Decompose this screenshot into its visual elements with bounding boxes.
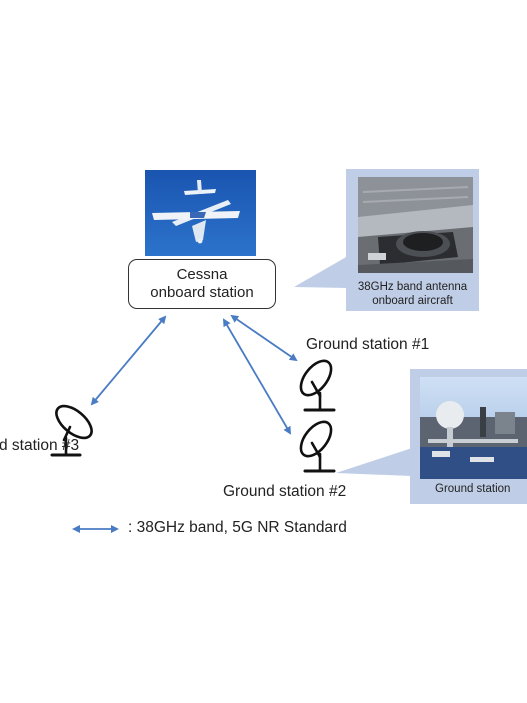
link-onboard-gs3 [90,315,167,406]
dish-icon-gs2 [299,420,336,473]
dish-icon-gs3 [50,404,93,457]
ground-station-2-label: Ground station #2 [223,483,347,500]
antenna-caption-line2: onboard aircraft [372,295,453,307]
ground-station-caption: Ground station [435,483,511,495]
ground-station-callout: Ground station [410,369,527,504]
dish-icon-gs1 [299,359,336,412]
ground-station-1-label: Ground station #1 [306,336,430,353]
onboard-station-line2: onboard station [150,284,254,301]
ground-callout-pointer [336,448,412,476]
onboard-station-line1: Cessna [176,266,228,283]
onboard-station-box: Cessna onboard station [128,259,276,309]
antenna-callout-pointer [294,256,348,288]
link-onboard-gs2 [222,318,292,435]
antenna-photo [358,177,473,273]
link-onboard-gs1 [230,314,298,362]
legend-text: : 38GHz band, 5G NR Standard [128,519,347,536]
aircraft-photo [145,170,256,256]
ground-station-photo [420,377,527,479]
antenna-callout: 38GHz band antenna onboard aircraft [346,169,479,311]
ground-station-3-label: d station #3 [0,437,80,454]
antenna-caption-line1: 38GHz band antenna [357,281,468,293]
